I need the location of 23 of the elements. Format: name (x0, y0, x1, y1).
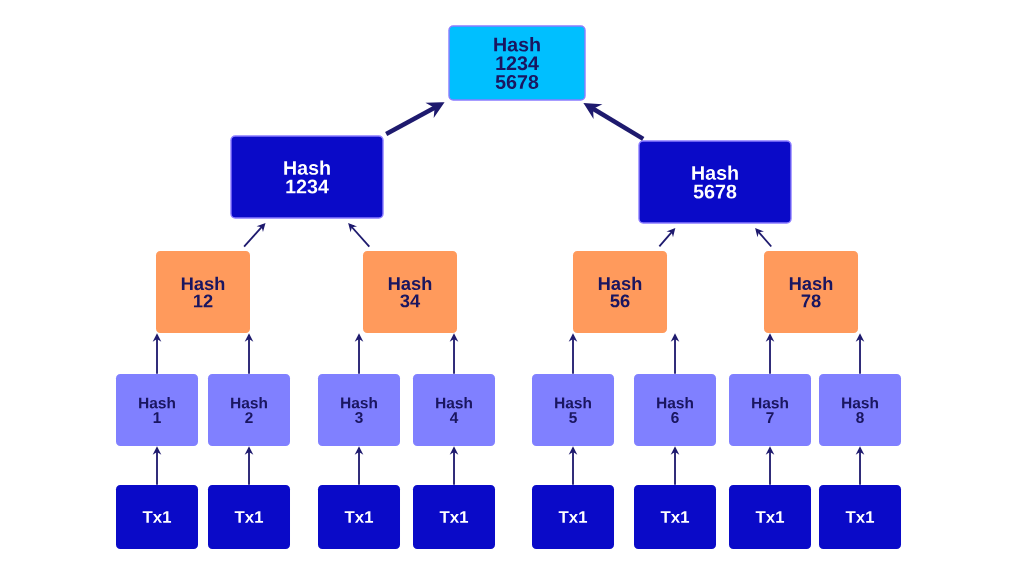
hash-box: Hash 4 (413, 374, 495, 446)
hash-box: Hash 5 (532, 374, 614, 446)
hash-box: Hash 5678 (638, 140, 792, 224)
hash-box: Hash 56 (573, 251, 667, 333)
hash-box: Hash 3 (318, 374, 400, 446)
transaction-box: Tx1 (318, 485, 400, 549)
transaction-box: Tx1 (819, 485, 901, 549)
hash-box: Hash 1234 (230, 135, 384, 219)
transaction-box: Tx1 (532, 485, 614, 549)
root-hash-box: Hash 1234 5678 (448, 25, 586, 101)
transaction-box: Tx1 (413, 485, 495, 549)
hash-box: Hash 12 (156, 251, 250, 333)
hash-box: Hash 2 (208, 374, 290, 446)
transaction-box: Tx1 (634, 485, 716, 549)
transaction-box: Tx1 (729, 485, 811, 549)
hash-box: Hash 34 (363, 251, 457, 333)
transaction-box: Tx1 (116, 485, 198, 549)
hash-box: Hash 7 (729, 374, 811, 446)
hash-box: Hash 1 (116, 374, 198, 446)
hash-box: Hash 78 (764, 251, 858, 333)
hash-box: Hash 6 (634, 374, 716, 446)
transaction-box: Tx1 (208, 485, 290, 549)
hash-box: Hash 8 (819, 374, 901, 446)
